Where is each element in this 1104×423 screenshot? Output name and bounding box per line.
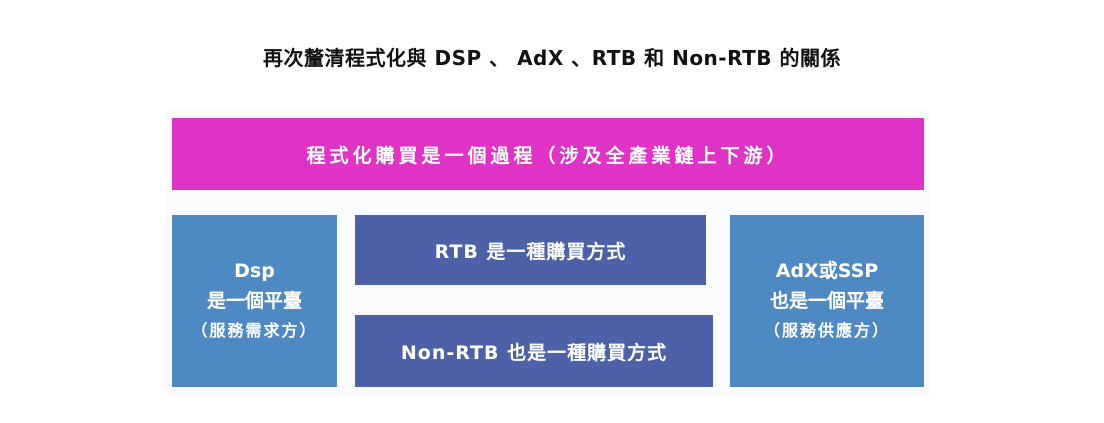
rtb-box: RTB 是一種購買方式 [355, 215, 706, 285]
diagram-title: 再次釐清程式化與 DSP 、 AdX 、RTB 和 Non-RTB 的關係 [263, 46, 841, 70]
adx-ssp-box-title: AdX或SSP [775, 260, 879, 282]
banner-label: 程式化購買是一個過程（涉及全產業鏈上下游） [306, 144, 790, 167]
rtb-box-label: RTB 是一種購買方式 [434, 240, 627, 263]
dsp-box-title: Dsp [234, 260, 275, 282]
adx-ssp-box-note: （服務供應方） [763, 321, 890, 340]
programmatic-buying-banner: 程式化購買是一個過程（涉及全產業鏈上下游） [172, 118, 924, 190]
dsp-box-subtitle: 是一個平臺 [206, 290, 302, 312]
dsp-box-note: （服務需求方） [191, 321, 318, 340]
adx-ssp-box-subtitle: 也是一個平臺 [769, 290, 884, 312]
adx-ssp-box: AdX或SSP 也是一個平臺 （服務供應方） [730, 215, 924, 387]
non-rtb-box: Non-RTB 也是一種購買方式 [355, 315, 713, 387]
non-rtb-box-label: Non-RTB 也是一種購買方式 [400, 341, 668, 364]
dsp-box: Dsp 是一個平臺 （服務需求方） [172, 215, 337, 387]
